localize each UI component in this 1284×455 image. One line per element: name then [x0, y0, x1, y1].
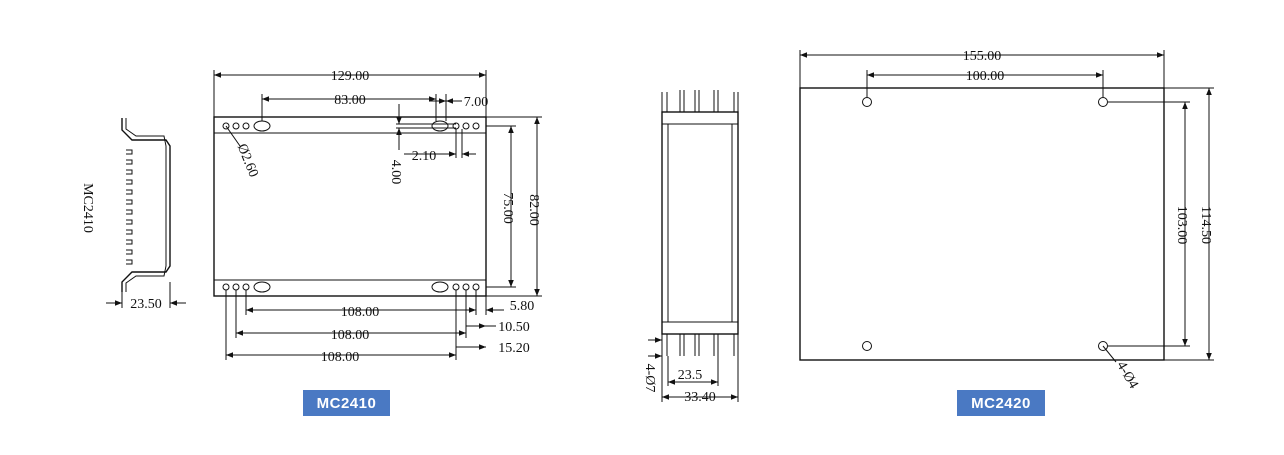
- dim-h-small: 2.10: [412, 149, 437, 164]
- dim-width-overall-2420: 155.00: [963, 49, 1002, 64]
- dim-profile-width: 23.50: [130, 297, 162, 312]
- dim-width-holes-2420: 100.00: [966, 69, 1005, 84]
- dim-side-overall: 33.40: [684, 390, 716, 405]
- dim-hole-spec-2420: 4-Ø4: [1113, 359, 1140, 391]
- mc2420-side-profile: 4-Ø7 23.5 33.40: [642, 90, 739, 405]
- fin: [126, 169, 133, 175]
- dim-height-overall-2420: 114.50: [1198, 206, 1213, 244]
- badge-mc2410: MC2410: [303, 390, 390, 416]
- mc2410-side-profile: MC2410 23.50: [80, 118, 186, 312]
- fin: [126, 209, 133, 215]
- dim-v-small: 4.00: [388, 160, 403, 185]
- dim-width-holes: 83.00: [334, 93, 366, 108]
- dim-side-hole-spec: 4-Ø7: [642, 364, 657, 393]
- fin: [126, 159, 133, 165]
- dim-hole-dia: Ø2.60: [234, 142, 261, 180]
- dim-side-2: 10.50: [498, 320, 530, 335]
- fin: [126, 229, 133, 235]
- mc2410-top-view: 129.00 83.00 7.00 Ø2.60 4.00 2.10 75.00: [213, 69, 542, 365]
- dim-width-overall: 129.00: [331, 69, 370, 84]
- dim-height-inner: 75.00: [500, 192, 515, 224]
- dim-height-overall: 82.00: [526, 194, 541, 226]
- model-side-label: MC2410: [80, 183, 95, 233]
- fin: [126, 149, 133, 155]
- fin: [126, 219, 133, 225]
- mc2420-top-view: 155.00 100.00 103.00 114.50 4-Ø4: [799, 49, 1214, 391]
- dim-right-offset: 7.00: [464, 95, 489, 110]
- dim-bottom-1: 108.00: [341, 305, 380, 320]
- dim-bottom-2: 108.00: [331, 328, 370, 343]
- dim-side-1: 5.80: [510, 299, 535, 314]
- fin: [126, 199, 133, 205]
- dim-height-holes-2420: 103.00: [1174, 206, 1189, 245]
- badge-mc2420: MC2420: [957, 390, 1045, 416]
- dim-side-3: 15.20: [498, 341, 530, 356]
- dim-side-inner: 23.5: [678, 368, 703, 383]
- fin: [126, 239, 133, 245]
- fin: [126, 189, 133, 195]
- fin: [126, 179, 133, 185]
- fin: [126, 249, 133, 255]
- fin: [126, 259, 133, 265]
- dim-bottom-3: 108.00: [321, 350, 360, 365]
